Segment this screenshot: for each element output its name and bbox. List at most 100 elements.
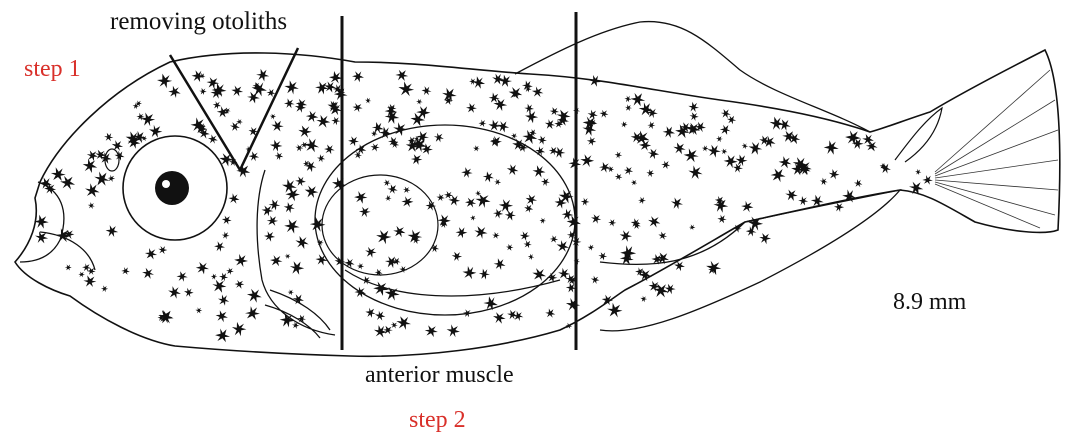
melanophore bbox=[646, 169, 654, 177]
melanophore bbox=[285, 254, 291, 259]
melanophore bbox=[199, 88, 207, 95]
melanophore bbox=[483, 296, 498, 310]
melanophore bbox=[466, 103, 477, 113]
melanophore bbox=[398, 81, 414, 96]
melanophore bbox=[88, 202, 95, 209]
melanophore bbox=[702, 145, 709, 151]
melanophore bbox=[615, 173, 623, 180]
eye-highlight bbox=[162, 180, 170, 188]
melanophore bbox=[532, 268, 546, 281]
melanophore bbox=[695, 122, 706, 133]
melanophore bbox=[545, 119, 555, 129]
melanophore bbox=[562, 209, 574, 221]
melanophore bbox=[256, 69, 269, 82]
melanophore bbox=[271, 120, 283, 131]
melanophore bbox=[631, 180, 637, 186]
melanophore bbox=[316, 254, 328, 265]
melanophore bbox=[249, 151, 260, 161]
melanophore bbox=[673, 143, 685, 155]
melanophore bbox=[591, 276, 600, 284]
melanophore bbox=[393, 122, 407, 136]
melanophore bbox=[727, 116, 736, 125]
melanophore bbox=[550, 107, 559, 115]
melanophore bbox=[535, 146, 545, 156]
melanophore bbox=[422, 86, 432, 95]
melanophore bbox=[298, 126, 311, 138]
melanophore bbox=[452, 252, 462, 261]
melanophore bbox=[716, 136, 723, 143]
melanophore bbox=[214, 241, 225, 252]
melanophore bbox=[447, 324, 460, 337]
melanophore bbox=[208, 134, 218, 143]
melanophore bbox=[401, 196, 413, 207]
melanophore bbox=[436, 194, 444, 202]
melanophore bbox=[708, 145, 721, 158]
melanophore bbox=[106, 225, 119, 237]
melanophore bbox=[284, 98, 295, 108]
melanophore bbox=[540, 218, 547, 224]
melanophore bbox=[525, 111, 538, 124]
melanophore bbox=[383, 326, 393, 335]
melanophore bbox=[724, 155, 738, 168]
melanophore bbox=[168, 286, 181, 299]
melanophore bbox=[262, 206, 274, 217]
melanophore bbox=[65, 264, 72, 270]
melanophore bbox=[630, 93, 645, 106]
melanophore bbox=[497, 121, 509, 132]
melanophore bbox=[607, 166, 614, 172]
melanophore bbox=[532, 86, 544, 97]
melanophore bbox=[317, 154, 325, 162]
melanophore bbox=[371, 143, 380, 151]
melanophore bbox=[479, 120, 487, 128]
melanophore bbox=[371, 131, 378, 137]
melanophore bbox=[742, 143, 749, 149]
melanophore bbox=[688, 102, 699, 112]
melanophore bbox=[493, 312, 506, 324]
melanophore bbox=[494, 258, 506, 270]
melanophore bbox=[104, 133, 113, 142]
melanophore bbox=[357, 263, 364, 270]
melanophore bbox=[425, 325, 438, 337]
melanophore bbox=[270, 114, 276, 120]
melanophore bbox=[541, 178, 550, 187]
melanophore bbox=[736, 155, 748, 167]
melanophore bbox=[915, 169, 921, 175]
melanophore bbox=[749, 142, 763, 155]
melanophore bbox=[620, 230, 632, 242]
melanophore bbox=[60, 176, 75, 190]
melanophore bbox=[236, 119, 243, 125]
melanophore bbox=[395, 70, 408, 81]
melanophore bbox=[269, 199, 281, 210]
melanophore bbox=[192, 70, 205, 82]
melanophore bbox=[587, 137, 597, 146]
melanophore bbox=[213, 101, 221, 109]
melanophore bbox=[866, 141, 878, 152]
melanophore bbox=[247, 289, 262, 303]
jaw-outline bbox=[20, 182, 95, 270]
melanophore bbox=[834, 203, 844, 213]
melanophore bbox=[365, 247, 377, 258]
melanophore bbox=[315, 81, 329, 94]
melanophore bbox=[184, 288, 194, 297]
melanophore bbox=[121, 267, 130, 275]
melanophore bbox=[264, 231, 275, 242]
melanophore bbox=[195, 307, 202, 313]
removing-otoliths-label: removing otoliths bbox=[110, 8, 287, 36]
scale-length-label: 8.9 mm bbox=[893, 289, 966, 316]
melanophore bbox=[396, 316, 411, 330]
ventral-fin-outline bbox=[600, 190, 900, 331]
melanophore bbox=[51, 167, 66, 181]
melanophore bbox=[448, 195, 460, 206]
melanophore bbox=[549, 147, 558, 156]
melanophore bbox=[524, 104, 534, 113]
melanophore bbox=[492, 232, 500, 239]
melanophore bbox=[499, 199, 513, 212]
melanophore bbox=[684, 148, 699, 162]
melanophore bbox=[638, 197, 646, 205]
melanophore bbox=[741, 201, 753, 213]
melanophore bbox=[599, 162, 610, 173]
melanophore bbox=[483, 171, 494, 182]
melanophore bbox=[566, 298, 580, 311]
melanophore bbox=[416, 99, 423, 105]
